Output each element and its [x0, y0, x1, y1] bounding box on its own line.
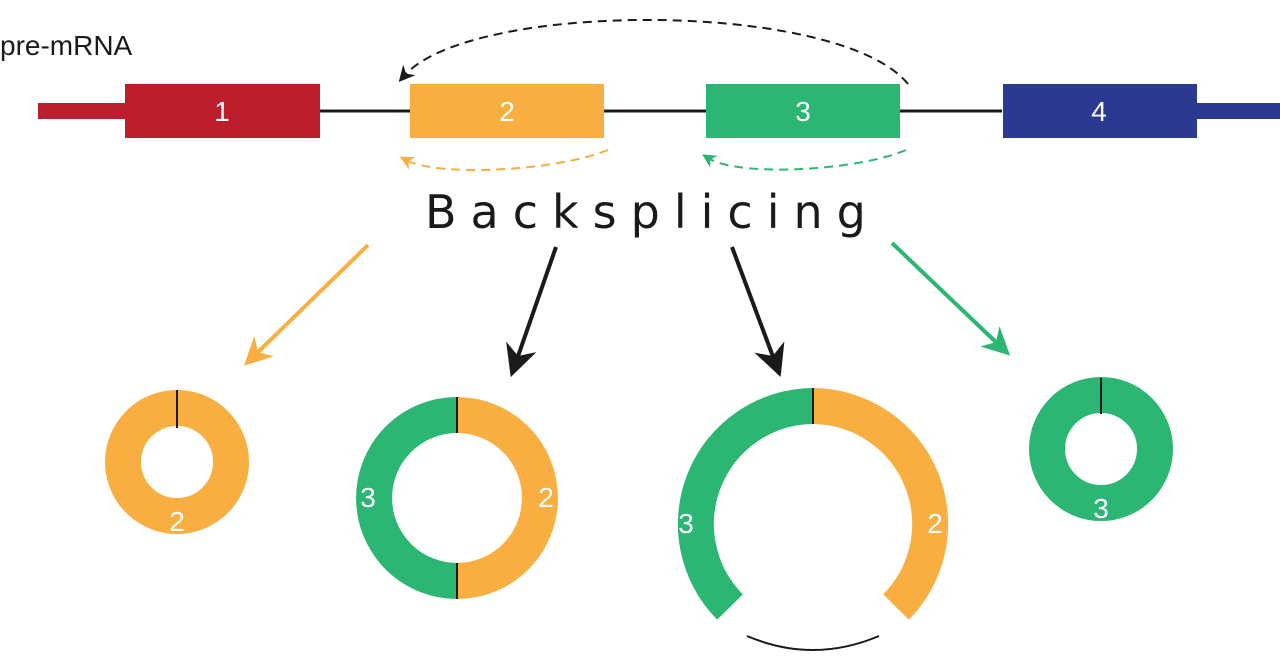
exon-2: 2 [410, 84, 604, 138]
arrow-to-circrna-exon-3-intron-2 [730, 246, 785, 377]
exon-3-label: 3 [795, 96, 811, 127]
circrna-exon-3-2-left-label: 3 [360, 482, 376, 513]
exon-4: 4 [1003, 84, 1197, 138]
backsplice-arrow-2-3 [398, 18, 909, 85]
circrna-exon-3-2: 3 2 [356, 397, 558, 599]
circrna-exon-3-intron-2-left-label: 3 [678, 508, 694, 539]
utr-3-prime [1195, 103, 1280, 119]
pre-mrna-gene: 1 2 3 4 [38, 84, 1280, 138]
exon-2-label: 2 [499, 96, 515, 127]
circrna-exon-3-intron-2: 3 2 [677, 388, 949, 651]
arrow-to-circrna-exon-2 [243, 243, 370, 366]
circrna-exon-3-label: 3 [1093, 493, 1109, 524]
exon-4-label: 4 [1091, 96, 1107, 127]
circrna-exon-3: 3 [1029, 377, 1173, 524]
backsplice-arrow-exon-3 [702, 149, 907, 171]
circrna-exon-3-intron-2-right-label: 2 [927, 508, 943, 539]
exon-1-label: 1 [214, 96, 230, 127]
backsplicing-label: Backsplicing [425, 185, 880, 239]
pre-mrna-title: pre-mRNA [0, 30, 133, 61]
circrna-exon-2: 2 [105, 390, 249, 537]
arrow-to-circrna-exon-3 [890, 241, 1011, 356]
utr-5-prime [38, 103, 128, 119]
backsplice-arrow-exon-2 [399, 149, 609, 172]
exon-3: 3 [706, 84, 900, 138]
exon-1: 1 [125, 84, 320, 138]
arrow-to-circrna-exon-3-2 [506, 246, 558, 378]
retained-intron [746, 635, 880, 651]
circrna-exon-2-label: 2 [169, 506, 185, 537]
circrna-exon-3-2-right-label: 2 [538, 482, 554, 513]
